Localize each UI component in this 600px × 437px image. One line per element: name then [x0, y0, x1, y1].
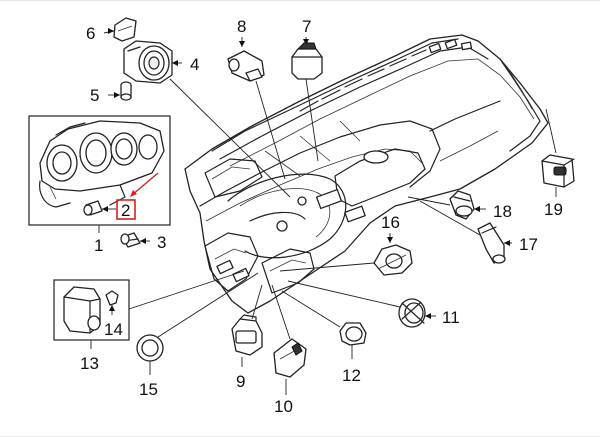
bolt-part-5 [120, 81, 132, 101]
callout-11[interactable]: 11 [442, 308, 460, 327]
highlight-arrow [131, 172, 159, 196]
callout-16[interactable]: 16 [381, 213, 400, 232]
callout-17[interactable]: 17 [519, 235, 538, 254]
button-part-7 [291, 42, 323, 80]
bezel-part-16 [373, 244, 413, 276]
highlight-box [116, 199, 136, 220]
knob-part-11 [398, 298, 426, 328]
callout-12[interactable]: 12 [342, 366, 361, 385]
callout-18[interactable]: 18 [493, 202, 512, 221]
callout-8[interactable]: 8 [237, 17, 246, 36]
clip-part-6 [113, 17, 137, 42]
callout-10[interactable]: 10 [274, 397, 293, 416]
ring-part-12 [339, 322, 367, 346]
sensor-part-8 [227, 50, 265, 82]
bulb-part-14 [105, 290, 119, 306]
callout-19[interactable]: 19 [544, 200, 563, 219]
plug-part-17 [477, 222, 506, 264]
instrument-panel [184, 34, 549, 314]
callout-5[interactable]: 5 [90, 86, 99, 105]
module-box [53, 279, 130, 341]
switch-part-4 [123, 40, 173, 84]
panel-part-10 [273, 338, 307, 378]
callout-2[interactable]: 2 [121, 201, 130, 220]
callout-7[interactable]: 7 [302, 17, 311, 36]
socket-part-18 [449, 190, 475, 220]
bulb-part-2 [83, 200, 103, 216]
screw-part-3 [120, 232, 141, 248]
callout-1[interactable]: 1 [94, 236, 103, 255]
callout-9[interactable]: 9 [236, 372, 245, 391]
callout-4[interactable]: 4 [190, 55, 199, 74]
cluster-box [28, 115, 171, 226]
switch-part-19 [541, 154, 575, 188]
callout-6[interactable]: 6 [86, 24, 95, 43]
instrument-cluster [39, 120, 165, 208]
callout-13[interactable]: 13 [80, 354, 99, 373]
switch-part-9 [231, 314, 263, 356]
module-part-13 [63, 286, 101, 334]
callout-15[interactable]: 15 [139, 380, 158, 399]
callout-14[interactable]: 14 [104, 320, 123, 339]
grommet-part-15 [136, 334, 164, 362]
callout-3[interactable]: 3 [157, 233, 166, 252]
